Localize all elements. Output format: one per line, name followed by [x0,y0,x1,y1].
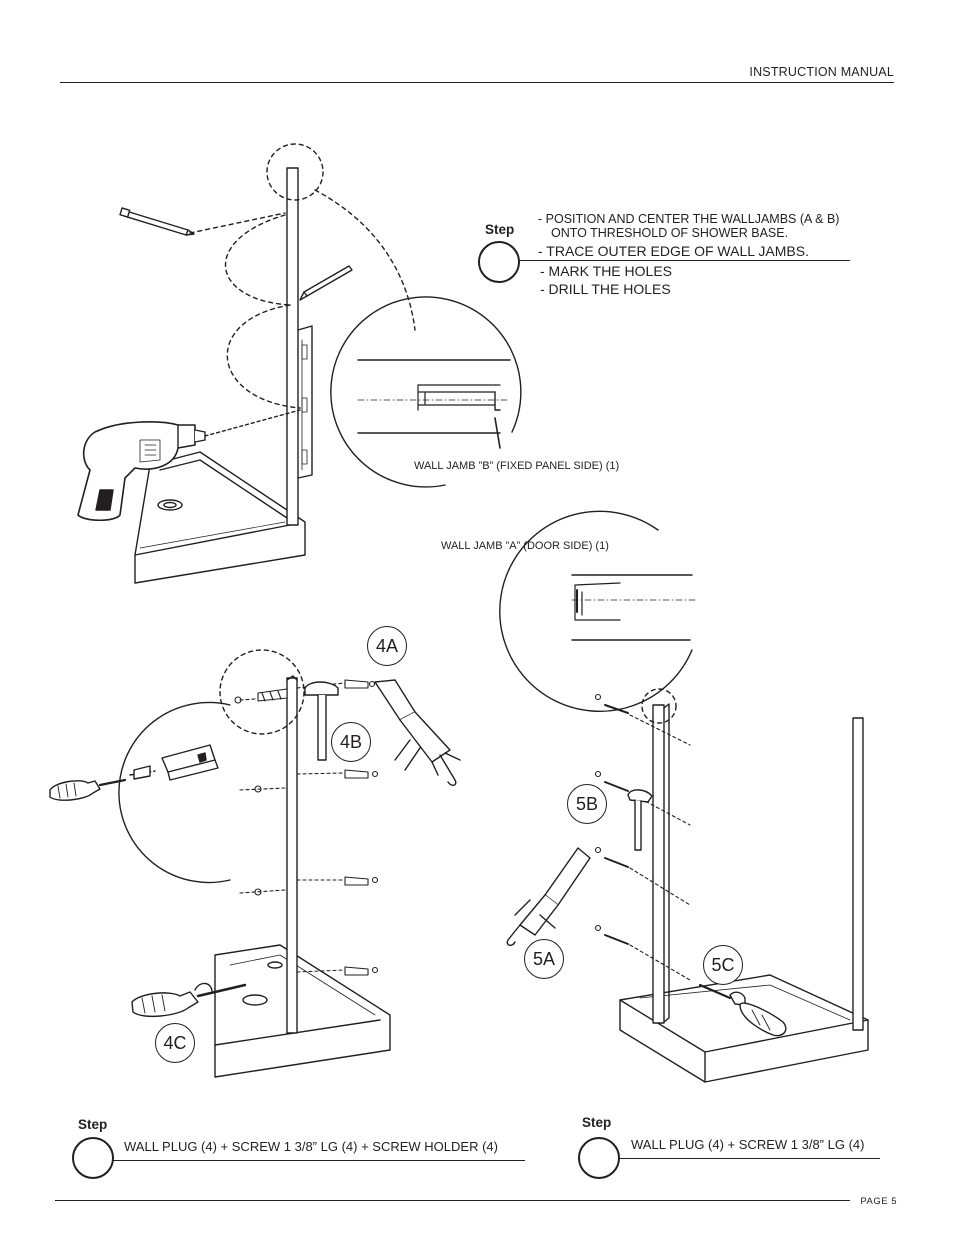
parts-list-right: WALL PLUG (4) + SCREW 1 3/8” LG (4) [631,1137,865,1152]
step-label-right: Step [582,1115,612,1130]
badge-4b: 4B [331,722,371,762]
step-number-circle-top [478,241,520,283]
drill-icon [77,409,301,522]
screwdriver-icon [698,983,787,1037]
step-underline-left [112,1160,525,1161]
page-number: PAGE 5 [860,1196,897,1207]
badge-5b: 5B [567,784,607,824]
shower-base-left [214,944,391,1078]
screwdriver-icon [49,778,127,801]
step-label-left: Step [78,1117,108,1132]
wall-jamb-far [852,717,864,1031]
shower-base-right [619,974,869,1083]
instruction-trace: - TRACE OUTER EDGE OF WALL JAMBS. [538,243,809,259]
hammer-icon [304,681,339,761]
screw-row-right [594,693,691,981]
badge-4a: 4A [367,626,407,666]
screwdriver-icon [131,982,247,1018]
wall-jamb-a-label: WALL JAMB ”A” (DOOR SIDE) (1) [441,540,609,552]
detail-circle-right [641,688,677,724]
manual-title: INSTRUCTION MANUAL [749,65,894,79]
badge-5c: 5C [703,945,743,985]
detail-screw-holder [118,701,231,884]
pencil-icon [119,207,195,236]
detail-jamb-a [499,510,696,712]
detail-circle-top [266,143,324,201]
badge-4c: 4C [155,1023,195,1063]
footer-rule [55,1200,850,1201]
wall-jamb-a [652,703,670,1024]
pencil-icon [299,265,353,301]
step-underline-right [618,1158,880,1159]
hammer-icon [627,789,653,851]
instruction-mark: - MARK THE HOLES [540,263,672,279]
caulking-gun-icon [374,679,461,787]
badge-5a: 5A [524,939,564,979]
instruction-threshold: ONTO THRESHOLD OF SHOWER BASE. [551,226,789,240]
step-number-circle-right [578,1137,620,1179]
wall-jamb-b [286,167,313,526]
shower-base-top [134,451,306,584]
wall-jamb-b-label: WALL JAMB ”B” (FIXED PANEL SIDE) (1) [414,460,620,472]
step-label-top: Step [485,222,515,237]
parts-list-left: WALL PLUG (4) + SCREW 1 3/8” LG (4) + SC… [124,1139,498,1154]
caulking-gun-icon [506,847,591,947]
wall-jamb-left [286,675,298,1034]
step-number-circle-left [72,1137,114,1179]
detail-jamb-b [330,296,522,488]
detail-circle-left [219,649,305,735]
instruction-position: - POSITION AND CENTER THE WALLJAMBS (A &… [538,212,840,226]
step-underline-top [518,260,850,261]
header-rule [60,82,894,83]
instruction-drill: - DRILL THE HOLES [540,281,671,297]
